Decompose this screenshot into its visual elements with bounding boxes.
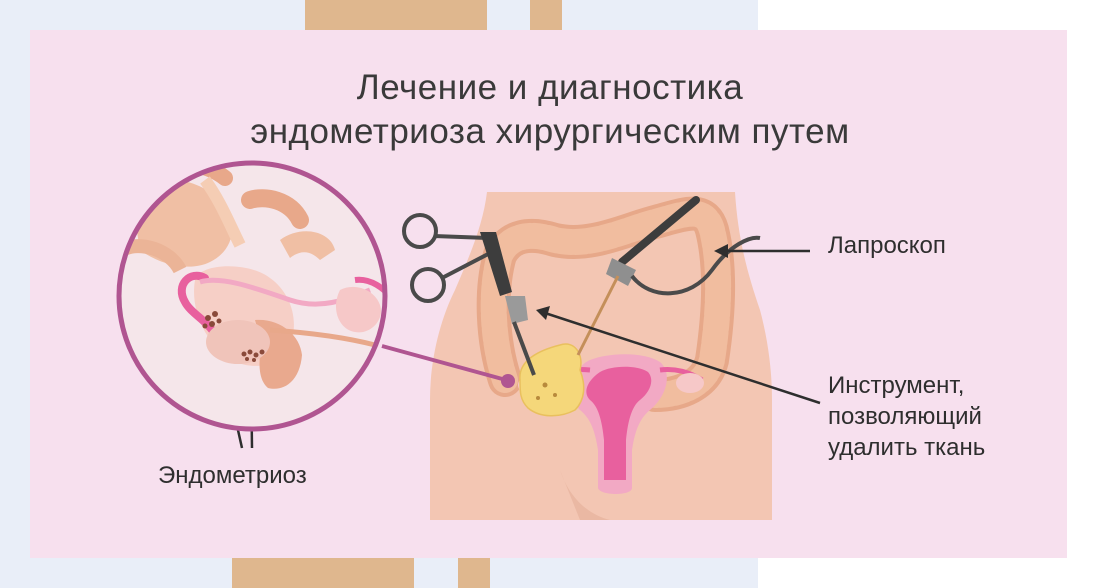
decor-bar <box>458 556 490 588</box>
endometriosis-spots <box>202 311 265 362</box>
laparoscope-icon <box>576 196 761 356</box>
instrument-label: Инструмент, позволяющий удалить ткань <box>828 370 985 463</box>
decor-bar <box>530 0 562 32</box>
zoom-connector <box>381 344 515 388</box>
laparoscope-label: Лапроскоп <box>828 232 946 259</box>
zoom-lens-icon <box>116 160 388 432</box>
body-silhouette <box>430 192 772 520</box>
title-line-2: эндометриоза хирургическим путем <box>250 112 850 151</box>
decor-bar <box>305 0 487 32</box>
leg-shading <box>560 470 610 520</box>
instrument-label-line-1: Инструмент, <box>828 372 965 399</box>
instrument-label-line-3: удалить ткань <box>828 434 986 461</box>
decor-bar <box>232 556 414 588</box>
page-title: Лечение и диагностика эндометриоза хирур… <box>0 66 1100 154</box>
uterus <box>518 354 704 494</box>
scissors-instrument-icon <box>402 213 536 376</box>
endometriosis-lesion <box>519 343 585 417</box>
endometriosis-label: Эндометриоз <box>158 462 307 489</box>
instrument-label-line-2: позволяющий <box>828 403 982 430</box>
lesion-spots <box>536 382 557 400</box>
title-line-1: Лечение и диагностика <box>356 68 744 107</box>
